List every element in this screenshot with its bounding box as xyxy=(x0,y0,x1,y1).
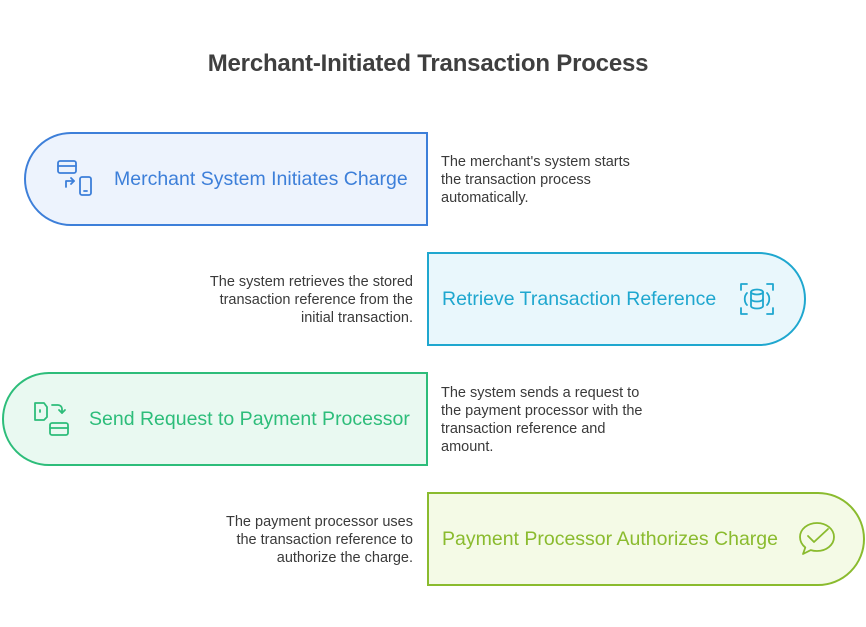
diagram-title: Merchant-Initiated Transaction Process xyxy=(207,50,649,77)
description-line: the transaction process xyxy=(441,172,591,188)
description-line: automatically. xyxy=(441,190,529,206)
step-label: Send Request to Payment Processor xyxy=(89,407,410,430)
description-line: The payment processor uses xyxy=(226,514,413,530)
step-label: Merchant System Initiates Charge xyxy=(114,167,408,190)
description-line: The system retrieves the stored xyxy=(209,274,413,290)
description-line: transaction reference from the xyxy=(219,292,413,308)
step-merchant-initiates: Merchant System Initiates Charge xyxy=(24,132,428,226)
card-phone-exchange-icon xyxy=(54,157,98,201)
description-line: amount. xyxy=(441,439,494,455)
step-retrieve-reference: Retrieve Transaction Reference xyxy=(427,252,806,346)
description-line: transaction reference and xyxy=(441,421,606,437)
step-description: The merchant's system starts the transac… xyxy=(441,153,630,207)
step-description: The system retrieves the stored transact… xyxy=(210,273,413,327)
description-line: the transaction reference to xyxy=(236,532,413,548)
check-bubble-icon xyxy=(795,517,839,561)
description-line: initial transaction. xyxy=(300,310,413,326)
wallet-card-transfer-icon xyxy=(30,397,74,441)
step-label: Retrieve Transaction Reference xyxy=(442,287,717,310)
step-description: The system sends a request to the paymen… xyxy=(441,384,643,456)
step-send-request: Send Request to Payment Processor xyxy=(2,372,428,466)
description-line: the payment processor with the xyxy=(441,403,643,419)
step-label: Payment Processor Authorizes Charge xyxy=(442,527,778,550)
description-line: authorize the charge. xyxy=(276,550,413,566)
step-description: The payment processor uses the transacti… xyxy=(226,513,413,567)
step-processor-authorizes: Payment Processor Authorizes Charge xyxy=(427,492,865,586)
description-line: The merchant's system starts xyxy=(441,154,630,170)
database-scan-icon xyxy=(735,277,779,321)
description-line: The system sends a request to xyxy=(441,385,640,401)
